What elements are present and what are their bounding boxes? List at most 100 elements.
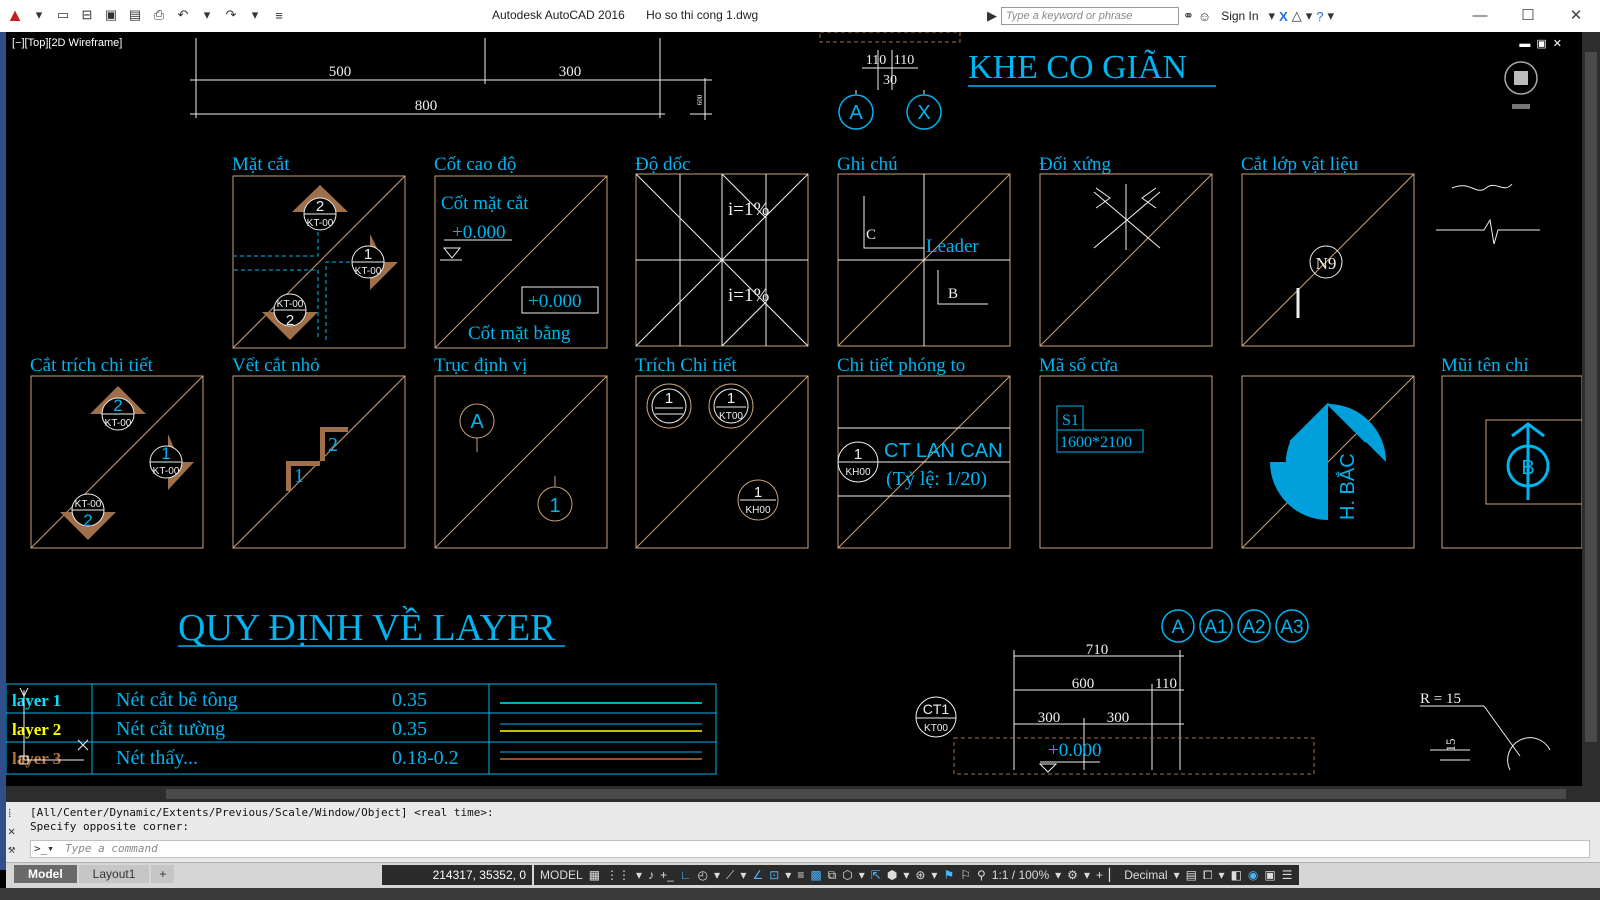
mat-cat-n2-bottom: 2 [286,312,294,329]
tab-layout1[interactable]: Layout1 [78,865,150,883]
model-space-button[interactable]: MODEL [540,868,583,882]
door-size-box [1056,429,1144,453]
selection-cycling-icon[interactable]: ⧉ [827,867,837,882]
ucs-icon [19,687,89,765]
workspace-gear-icon[interactable]: ⚙ [1067,868,1078,882]
vertical-scroll-thumb[interactable] [1585,52,1597,742]
help-icon[interactable]: ? [1316,8,1324,24]
horizontal-scrollbar[interactable] [6,786,1600,802]
dim-300-right: 300 [1107,710,1130,726]
annotation-visibility-icon[interactable]: ⚑ [943,868,955,882]
drawing-viewport[interactable]: 500 300 800 600 110 110 30 A X KHE CO GI… [6,32,1582,786]
layout-tabs: Model Layout1 + [14,865,175,883]
transparency-icon[interactable]: ▩ [810,868,822,882]
units-dropdown-icon[interactable]: ▾ [1173,868,1180,882]
command-prompt-icon[interactable]: >_▾ [34,842,54,855]
close-command-icon[interactable]: ✕ [8,824,16,838]
units-value[interactable]: Decimal [1124,868,1168,882]
expand-search-icon[interactable]: ▶ [987,8,997,23]
snap-icon[interactable]: ⋮⋮ [606,868,631,882]
customize-wrench-icon[interactable]: ⚒ [8,842,16,856]
workspace-dropdown-icon[interactable]: ▾ [1083,868,1090,882]
viewport-controls-label[interactable]: [−][Top][2D Wireframe] [12,37,123,49]
auto-scale-icon[interactable]: ⚐ [960,868,971,882]
vertical-scrollbar[interactable] [1582,32,1600,786]
sign-in-dropdown-icon[interactable]: ▾ [1268,8,1276,23]
binoculars-icon[interactable]: ⚭ [1183,8,1194,23]
user-icon[interactable]: ☺ [1197,8,1212,24]
layer-1-desc: Nét cắt bê tông [116,689,238,711]
search-input[interactable]: Type a keyword or phrase [1001,7,1179,25]
horizontal-scroll-thumb[interactable] [166,789,1566,799]
gizmo-dropdown-icon[interactable]: ▾ [931,868,938,882]
dynamic-input-icon[interactable]: +_ [660,868,674,882]
object-snap-tracking-icon[interactable]: ∠ [752,868,764,882]
file-name: Ho so thi cong 1.dwg [646,8,759,22]
save-as-icon[interactable]: ▤ [128,7,142,22]
lock-ui-dropdown-icon[interactable]: ▾ [1218,868,1225,882]
object-snap-dropdown-icon[interactable]: ▾ [785,868,792,882]
redo-dropdown-icon[interactable]: ▾ [251,7,259,22]
quick-properties-icon[interactable]: ▤ [1185,868,1197,882]
selection-filter-dropdown-icon[interactable]: ▾ [903,868,910,882]
zoom-n1: 1 [854,446,862,463]
maximize-icon[interactable]: ☐ [1521,7,1535,24]
new-icon[interactable]: ▭ [56,7,70,22]
a360-icon[interactable]: △ [1291,8,1302,23]
right-axes [1161,609,1309,643]
viewcube-icon[interactable] [1504,61,1538,109]
help-dropdown-icon[interactable]: ▾ [1327,8,1335,23]
snap-dropdown-icon[interactable]: ▾ [636,868,643,882]
exchange-icon[interactable]: X [1279,8,1288,24]
grid-icon[interactable]: ▦ [588,868,601,882]
gizmo-icon[interactable]: ⊛ [915,868,926,882]
customize-qat-icon[interactable]: ≡ [275,7,283,23]
open-icon[interactable]: ⊟ [81,7,93,22]
isolate-objects-icon[interactable]: ◧ [1230,868,1242,882]
isodraft-dropdown-icon[interactable]: ▾ [740,868,747,882]
close-icon[interactable]: ✕ [1569,7,1583,24]
polar-icon[interactable]: ◴ [697,868,708,882]
hardware-acceleration-icon[interactable]: ◉ [1247,868,1259,882]
a360-dropdown-icon[interactable]: ▾ [1305,8,1313,23]
label-vet-cat: Vết cắt nhỏ [232,355,320,376]
slope-top: i=1% [728,199,769,220]
viewport-window-controls[interactable]: ▬▣✕ [1519,38,1568,50]
autocad-logo-icon[interactable]: ▲ [6,4,24,25]
redo-icon[interactable]: ↷ [225,7,237,22]
undo-icon[interactable]: ↶ [177,7,189,22]
minimize-icon[interactable]: — [1472,6,1488,24]
coordinates-readout[interactable]: 214317, 35352, 0 [382,865,532,885]
undo-dropdown-icon[interactable]: ▾ [203,7,211,22]
lock-ui-icon[interactable]: ⧠ [1202,867,1213,882]
app-menu-chevron-icon[interactable]: ▾ [35,7,43,22]
infer-icon[interactable]: ♪ [648,868,655,882]
dynamic-ucs-icon[interactable]: ⇱ [870,868,881,882]
ortho-icon[interactable]: ∟ [679,868,692,882]
selection-filter-icon[interactable]: ⬢ [886,868,898,882]
customization-icon[interactable]: ☰ [1281,868,1293,882]
sign-in-button[interactable]: Sign In [1221,9,1259,23]
plot-icon[interactable]: ⎙ [153,7,165,22]
clean-screen-icon[interactable]: ▣ [1264,868,1276,882]
grip-icon[interactable]: ⁞ [8,806,12,820]
lineweight-icon[interactable]: ≡ [797,868,805,882]
tab-model[interactable]: Model [14,865,77,883]
polar-dropdown-icon[interactable]: ▾ [713,868,721,882]
3d-osnap-icon[interactable]: ⬡ [842,868,853,882]
isodraft-icon[interactable]: ⟋ [726,867,735,882]
object-snap-icon[interactable]: ⊡ [769,868,780,882]
ct-lan-can: CT LAN CAN [884,440,1003,462]
trich-n1-a: 1 [665,390,673,407]
annotation-scale-value[interactable]: 1:1 / 100% [991,868,1050,882]
3d-osnap-dropdown-icon[interactable]: ▾ [858,868,865,882]
command-input[interactable]: Type a command [30,840,1590,858]
n9-circle [1309,245,1343,279]
annotation-scale-icon[interactable]: ⚲ [976,868,986,882]
row1-frames [232,173,1415,349]
axis-x-circle [906,94,942,130]
annotation-scale-dropdown-icon[interactable]: ▾ [1055,868,1062,882]
save-icon[interactable]: ▣ [104,7,118,22]
add-layout-button[interactable]: + [151,865,175,883]
annotation-monitor-icon[interactable]: + [1095,868,1103,882]
